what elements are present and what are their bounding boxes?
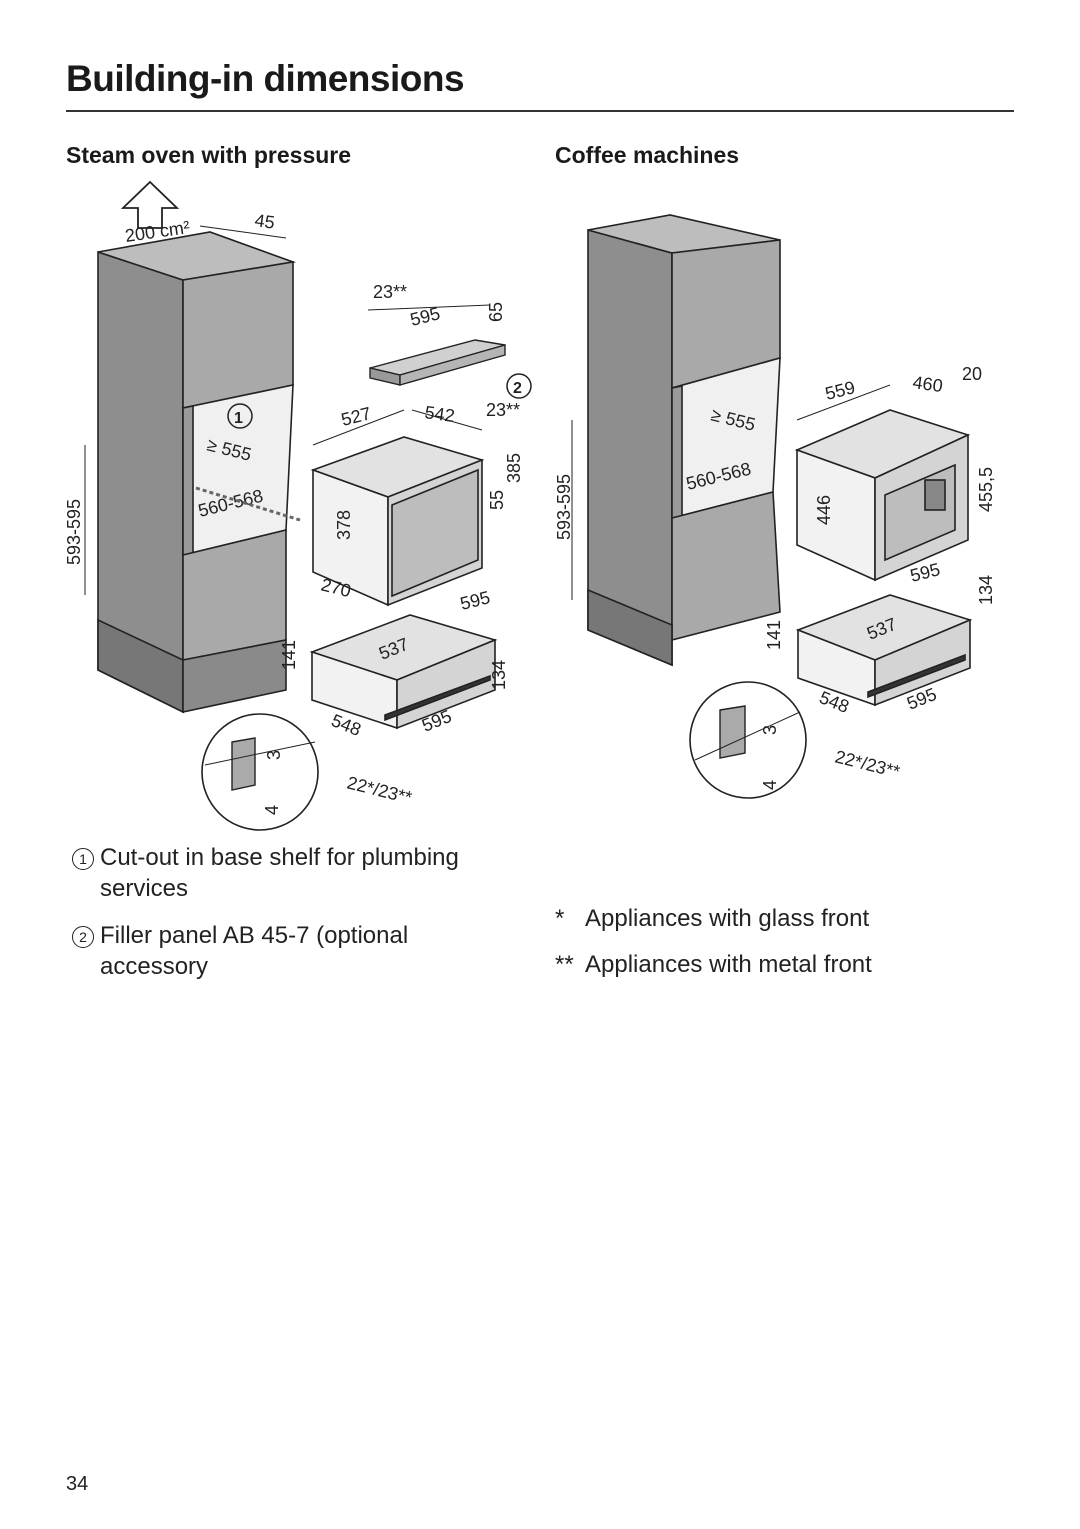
left-tall-cabinet — [97, 231, 297, 714]
dim-141-right: 141 — [764, 620, 784, 650]
dim-20: 20 — [962, 364, 982, 384]
legend-text: Cut-out in base shelf for plumbing servi… — [100, 844, 459, 902]
legend-text: Filler panel AB 45-7 (optional accessory — [100, 922, 409, 980]
svg-text:1: 1 — [234, 410, 243, 427]
ventilation-arrow-icon — [120, 180, 180, 229]
footnote-text: Appliances with glass front — [585, 905, 870, 932]
warming-drawer — [309, 614, 498, 730]
dim-559: 559 — [823, 377, 857, 404]
legend: 1 Cut-out in base shelf for plumbing ser… — [72, 842, 512, 998]
dim-22-23-right: 22*/23** — [833, 746, 902, 781]
dim-55: 55 — [487, 490, 507, 510]
dim-595-oven: 595 — [458, 587, 492, 614]
coffee-machine-box — [794, 409, 971, 582]
dim-4: 4 — [262, 805, 282, 815]
steam-oven-box — [310, 436, 485, 607]
legend-item: 1 Cut-out in base shelf for plumbing ser… — [72, 842, 512, 904]
detail-circle-left — [201, 713, 319, 831]
dim-527: 527 — [339, 403, 373, 430]
dim-134: 134 — [489, 660, 509, 690]
section-heading-coffee-machines: Coffee machines — [555, 142, 740, 168]
dim-593-595-right: 593-595 — [554, 474, 574, 540]
dim-3: 3 — [264, 750, 284, 760]
detail-circle-right — [689, 681, 807, 799]
section-heading-steam-oven: Steam oven with pressure — [66, 142, 352, 168]
title-rule — [66, 110, 1014, 112]
dim-378: 378 — [334, 510, 354, 540]
footnote: ** Appliances with metal front — [555, 942, 872, 988]
page-number: 34 — [66, 1473, 89, 1495]
right-tall-cabinet — [587, 214, 781, 667]
dim-455-5: 455,5 — [976, 467, 996, 512]
dim-134-right: 134 — [976, 575, 996, 605]
footnote: * Appliances with glass front — [555, 896, 872, 942]
warming-drawer-right — [795, 594, 973, 707]
dim-3-right: 3 — [760, 725, 780, 735]
dim-593-595: 593-595 — [64, 499, 84, 565]
footnotes: * Appliances with glass front ** Appliance… — [555, 896, 872, 988]
dim-23-top: 23** — [373, 282, 407, 302]
dim-141: 141 — [279, 640, 299, 670]
marker-icon: 2 — [72, 926, 94, 948]
marker-2: 2 — [506, 373, 532, 399]
marker-1: 1 — [227, 403, 253, 429]
legend-item: 2 Filler panel AB 45-7 (optional accesso… — [72, 920, 512, 982]
marker-icon: 1 — [72, 848, 94, 870]
dim-23-side: 23** — [486, 400, 520, 420]
page-title: Building-in dimensions — [66, 58, 465, 99]
footnote-text: Appliances with metal front — [585, 951, 872, 978]
dim-460: 460 — [911, 372, 944, 396]
dim-45: 45 — [253, 210, 276, 233]
footnote-mark: ** — [555, 951, 574, 978]
filler-panel — [369, 339, 506, 386]
dim-4-right: 4 — [760, 780, 780, 790]
dim-385: 385 — [504, 453, 524, 483]
dim-446: 446 — [814, 495, 834, 525]
footnote-mark: * — [555, 905, 565, 932]
svg-text:2: 2 — [513, 380, 522, 397]
dim-22-23: 22*/23** — [345, 772, 414, 807]
dim-65: 65 — [486, 302, 506, 322]
